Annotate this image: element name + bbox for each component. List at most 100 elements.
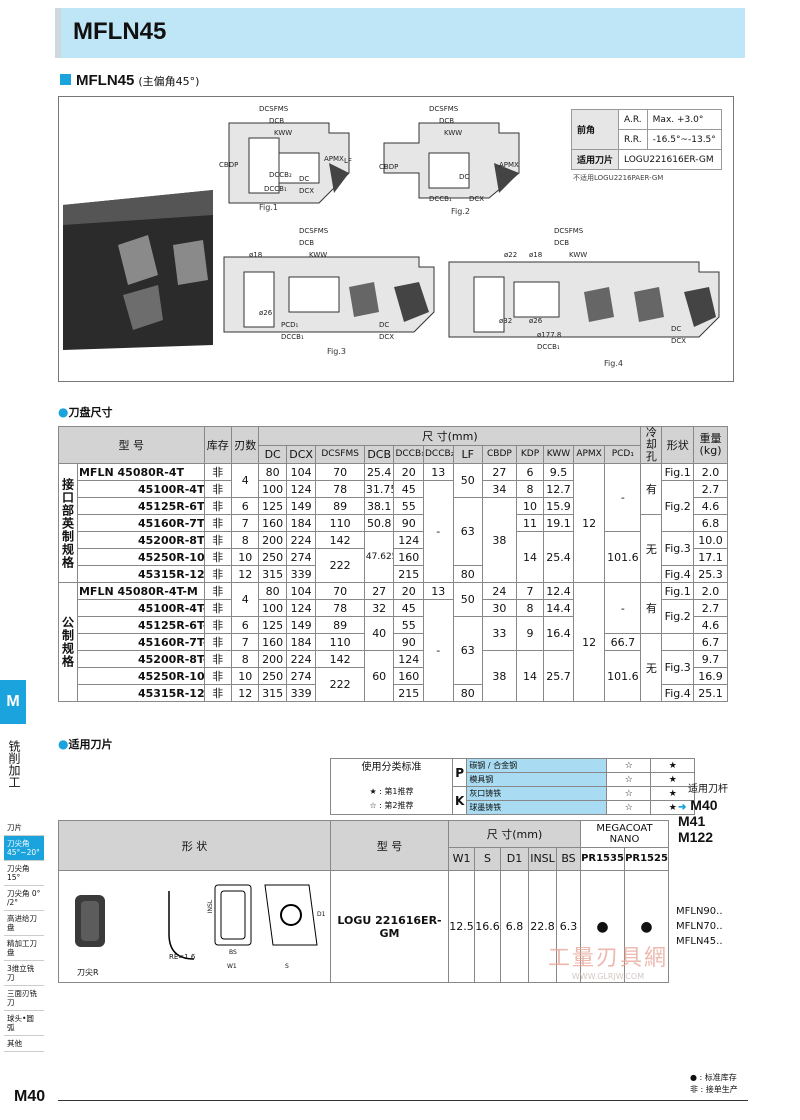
weight-cell: 2.7 — [693, 480, 728, 498]
rating-pr1535-p2: ☆ — [606, 772, 652, 787]
dcsfms-cell: 142 — [315, 650, 365, 668]
dcsfms-cell: 78 — [315, 480, 365, 498]
holder-m40[interactable]: ➜ M40 — [672, 797, 744, 813]
rating-pr1535-k2: ☆ — [606, 800, 652, 815]
rating-pr1525-p1: ★ — [650, 758, 696, 773]
dccb1-cell: 55 — [393, 616, 424, 634]
dim-dc-2: DC — [459, 173, 470, 181]
fig-cell: Fig.2 — [661, 480, 695, 532]
model-id: 45200R-8T — [76, 531, 205, 549]
insert-side-view — [264, 884, 318, 946]
page-title: MFLN45 — [73, 18, 167, 45]
stock-cell: 非 — [203, 463, 233, 481]
weight-cell: 4.6 — [693, 497, 728, 515]
dim-dcx-1: DCX — [299, 187, 315, 195]
sidebar-item-finishing[interactable]: 精加工刀盘 — [4, 936, 44, 961]
dccb1-cell: 215 — [393, 684, 424, 702]
dcb-cell: 47.625 — [363, 531, 395, 583]
teeth-cell: 6 — [231, 497, 260, 515]
watermark-text: 工量刃具網 — [548, 946, 669, 971]
h-size: 尺 寸(mm) — [258, 426, 642, 446]
dim-dccb1-4: DCCB₁ — [537, 343, 560, 351]
fig-cell: Fig.2 — [661, 599, 695, 634]
insert-photo — [75, 895, 105, 947]
dim-d26-4: ø26 — [529, 317, 543, 325]
fig-cell — [661, 633, 695, 651]
dcb-cell: 38.1 — [363, 497, 395, 515]
teeth-cell: 10 — [231, 548, 260, 566]
dc-cell: 80 — [258, 582, 287, 600]
rating-pr1525-k2: ★ — [650, 800, 696, 815]
lf-cell: 80 — [452, 684, 484, 702]
pcd-cell: 66.7 — [604, 633, 642, 651]
kdp-cell: 14 — [515, 650, 545, 702]
h-teeth: 刃数 — [231, 426, 260, 464]
dcx-cell: 104 — [285, 582, 317, 600]
kww-cell: 19.1 — [543, 514, 574, 532]
cutter-dimension-table: 型 号 库存 刃数 尺 寸(mm) 冷却孔 形状 重量(kg) DC DCX D… — [58, 426, 728, 702]
sidebar-item-inserts[interactable]: 刀片 — [4, 820, 44, 836]
group-metric: 公制规格 — [58, 582, 78, 702]
pcd-cell: 101.6 — [604, 650, 642, 702]
h-shape: 形状 — [661, 426, 695, 464]
weight-cell: 2.0 — [693, 463, 728, 481]
dcb-cell: 27 — [363, 582, 395, 600]
stock-cell: 非 — [203, 582, 233, 600]
sidebar-item-other[interactable]: 其他 — [4, 1036, 44, 1052]
kdp-cell: 6 — [515, 463, 545, 481]
rr-label: R.R. — [618, 129, 648, 150]
teeth-cell: 4 — [231, 463, 260, 498]
holder-m41[interactable]: M41 — [678, 813, 706, 829]
dim-d1778-4: ø177.8 — [537, 331, 562, 339]
sidebar-tab-m[interactable]: M — [0, 680, 26, 724]
holder-m122[interactable]: M122 — [678, 829, 714, 845]
insert-label: 适用刀片 — [570, 149, 620, 170]
col-insl: INSL — [528, 846, 557, 872]
ar-label: A.R. — [618, 109, 648, 130]
sidebar-item-ball[interactable]: 球头•圆弧 — [4, 1011, 44, 1036]
h-cool: 冷却孔 — [640, 426, 663, 464]
cool-cell: 无 — [640, 514, 663, 583]
dim-dcx-4: DCX — [671, 337, 687, 345]
dcb-cell: 25.4 — [363, 463, 395, 481]
dim-d32-4: ø32 — [499, 317, 513, 325]
sidebar-item-side-mill[interactable]: 三面刃铣刀 — [4, 986, 44, 1011]
insert-value: LOGU221616ER-GM — [618, 149, 722, 170]
sidebar-item-3d-endmill[interactable]: 3维立铣刀 — [4, 961, 44, 986]
s-cell: 16.6 — [474, 870, 501, 983]
dim-kww-3: KWW — [309, 251, 328, 259]
teeth-cell: 10 — [231, 667, 260, 685]
col-dccb1: DCCB₁ — [393, 444, 424, 464]
kww-cell: 15.9 — [543, 497, 574, 515]
star1-note: ★ : 第1推荐 — [369, 786, 414, 796]
classification-table: 使用分类标准 ★ : 第1推荐 ☆ : 第2推荐 P 碳钢 / 合金钢 ☆ ★ … — [330, 758, 696, 815]
tip-r-label: 刀尖R — [77, 968, 99, 977]
table-row: 45200R-8T 非 8 200 224 142 47.625 124 14 … — [59, 531, 728, 583]
dcsfms-cell: 222 — [315, 667, 365, 702]
model-id: 45160R-7T — [76, 514, 205, 532]
dccb2-cell: - — [422, 599, 454, 702]
sidebar-item-0-2[interactable]: 刀尖角 0° /2° — [4, 886, 44, 911]
mat-ductile-iron: 球墨铸铁 — [466, 800, 608, 815]
col-w1: W1 — [448, 846, 475, 872]
sidebar-item-45-20[interactable]: 刀尖角 45°~20° — [4, 836, 44, 861]
sidebar-item-high-feed[interactable]: 高进给刀盘 — [4, 911, 44, 936]
dccb2-cell: 13 — [422, 463, 454, 481]
section-title: MFLN45(主偏角45°) — [60, 72, 199, 89]
dcx-cell: 224 — [285, 650, 317, 668]
bullet-icon: ● — [58, 737, 69, 751]
inserts-title-text: 适用刀片 — [68, 738, 113, 751]
sketch-d1: D1 — [317, 911, 326, 918]
fig-cell: Fig.1 — [661, 582, 695, 600]
stock-cell: 非 — [203, 565, 233, 583]
stock-cell: 非 — [203, 633, 233, 651]
drawing-box: DCSFMS DCB KWW CBDP APMX LF DCCB₂ DCCB₁ … — [58, 96, 734, 382]
mat-mold-steel: 模具钢 — [466, 772, 608, 787]
sidebar-item-15[interactable]: 刀尖角 15° — [4, 861, 44, 886]
cbdp-cell: 24 — [482, 582, 517, 600]
table-row: 45200R-8T-M 非 8 200 224 142 60 124 38 14… — [59, 650, 728, 702]
dcsfms-cell: 222 — [315, 548, 365, 583]
model-prefix: MFLN — [78, 584, 114, 598]
insert-table: 形 状 型 号 尺 寸(mm) MEGACOAT NANO W1 S D1 IN… — [58, 820, 669, 983]
dim-dcb-3: DCB — [299, 239, 315, 247]
